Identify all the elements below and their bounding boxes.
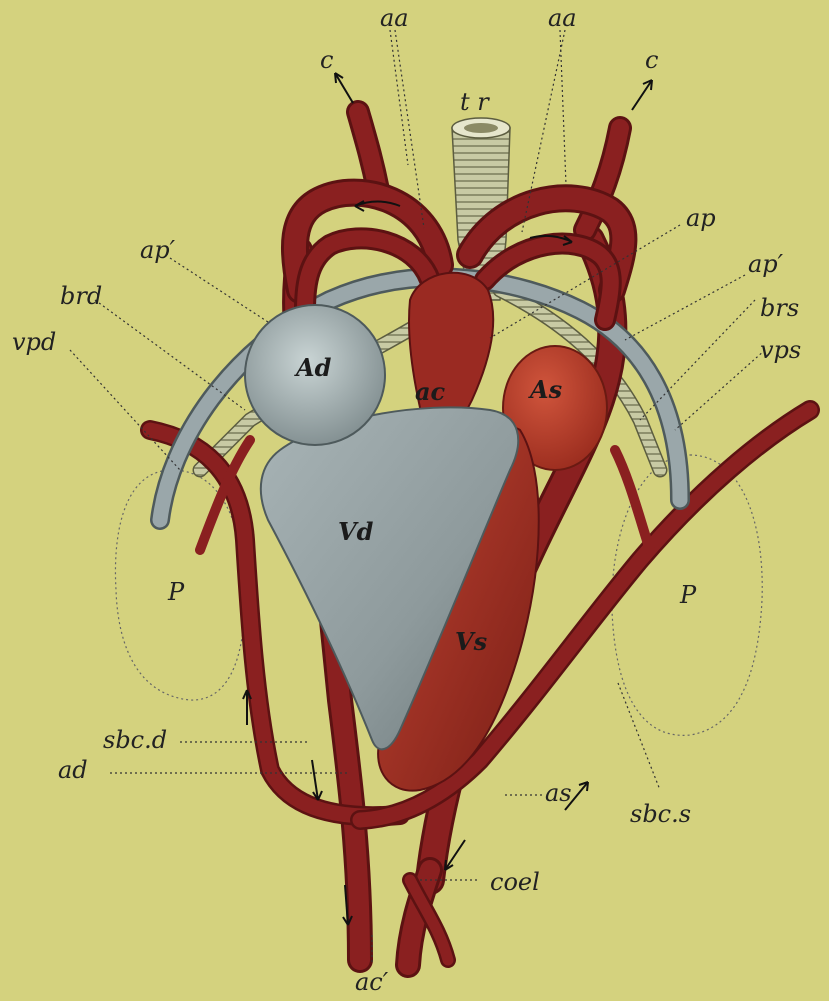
label-ap-prime-left: ap′ — [140, 236, 176, 264]
label-left-ventricle: Vs — [455, 627, 488, 656]
label-ap-prime-right: ap′ — [748, 250, 784, 278]
label-aa-right: aa — [548, 4, 577, 32]
label-trachea: t r — [460, 88, 490, 116]
label-right-ventricle: Vd — [338, 517, 374, 546]
label-c-right: c — [645, 46, 658, 74]
label-as: as — [545, 779, 572, 807]
label-ad: ad — [58, 756, 88, 784]
label-coel: coel — [490, 868, 540, 896]
label-brd: brd — [60, 282, 102, 310]
label-vps: vps — [760, 336, 801, 364]
label-right-atrium: Ad — [294, 353, 332, 382]
label-conus: ac — [415, 377, 446, 406]
label-sbc-s: sbc.s — [630, 800, 691, 828]
label-ap: ap — [686, 204, 716, 232]
label-sbc-d: sbc.d — [103, 726, 167, 754]
label-ac-prime: ac′ — [355, 968, 389, 996]
label-c-left: c — [320, 46, 333, 74]
label-brs: brs — [760, 294, 799, 322]
label-left-atrium: As — [528, 375, 563, 404]
label-lung-left: P — [167, 578, 185, 606]
label-aa-left: aa — [380, 4, 409, 32]
label-lung-right: P — [679, 581, 697, 609]
label-vpd: vpd — [12, 328, 56, 356]
